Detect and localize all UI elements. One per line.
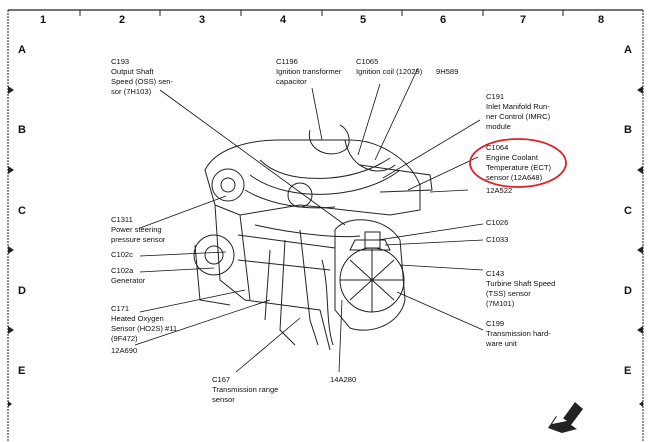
grid-row-a-left: A — [18, 44, 26, 56]
callout-9h589: 9H589 — [436, 67, 459, 76]
grid-row-a-right: A — [624, 44, 632, 56]
grid-col-7: 7 — [520, 14, 527, 26]
grid-row-b-left: B — [18, 124, 26, 136]
callout-14a280: 14A280 — [330, 375, 357, 384]
grid-row-e-left: E — [18, 365, 26, 377]
grid-col-3: 3 — [199, 14, 206, 26]
grid-col-4: 4 — [280, 14, 287, 26]
callout-c1033: C1033 — [486, 235, 509, 244]
grid-row-d-right: D — [624, 285, 632, 297]
callout-c1311: C1311 Power steering pressure sensor — [111, 215, 166, 244]
callout-c1064: C1064 Engine Coolant Temperature (ECT) s… — [486, 143, 551, 182]
grid-col-5: 5 — [360, 14, 367, 26]
callout-12a522: 12A522 — [486, 186, 513, 195]
grid-row-c-left: C — [18, 205, 26, 217]
grid-row-d-left: D — [18, 285, 26, 297]
grid-row-e-right: E — [624, 365, 632, 377]
callout-c167: C167 Transmission range sensor — [212, 375, 279, 404]
grid-col-8: 8 — [598, 14, 605, 26]
callout-c102c: C102c — [111, 250, 133, 259]
callout-c171: C171 Heated Oxygen Sensor (HO2S) #11 (9F… — [111, 304, 178, 343]
callout-c1065: C1065 Ignition coil (12029) — [356, 57, 423, 76]
row-markers — [8, 86, 643, 407]
column-ticks — [79, 10, 564, 16]
arrow-icon — [548, 402, 583, 433]
callout-c1026: C1026 — [486, 218, 509, 227]
callout-12a690: 12A690 — [111, 346, 138, 355]
callout-c199: C199 Transmission hard- ware unit — [486, 319, 551, 348]
highlight-circle — [469, 138, 567, 188]
callout-c143: C143 Turbine Shaft Speed (TSS) sensor (7… — [486, 269, 556, 308]
callout-c1196: C1196 Ignition transformer capacitor — [276, 57, 342, 86]
grid-row-b-right: B — [624, 124, 632, 136]
callout-c191: C191 Inlet Manifold Run- ner Control (IM… — [486, 92, 551, 131]
grid-col-2: 2 — [119, 14, 126, 26]
callout-c102a: C102a Generator — [111, 266, 146, 285]
leader-lines — [134, 67, 484, 373]
grid-col-1: 1 — [40, 14, 47, 26]
grid-col-6: 6 — [440, 14, 447, 26]
engine-illustration — [193, 124, 433, 351]
callout-c193: C193 Output Shaft Speed (OSS) sen- sor (… — [111, 57, 174, 96]
grid-row-c-right: C — [624, 205, 632, 217]
